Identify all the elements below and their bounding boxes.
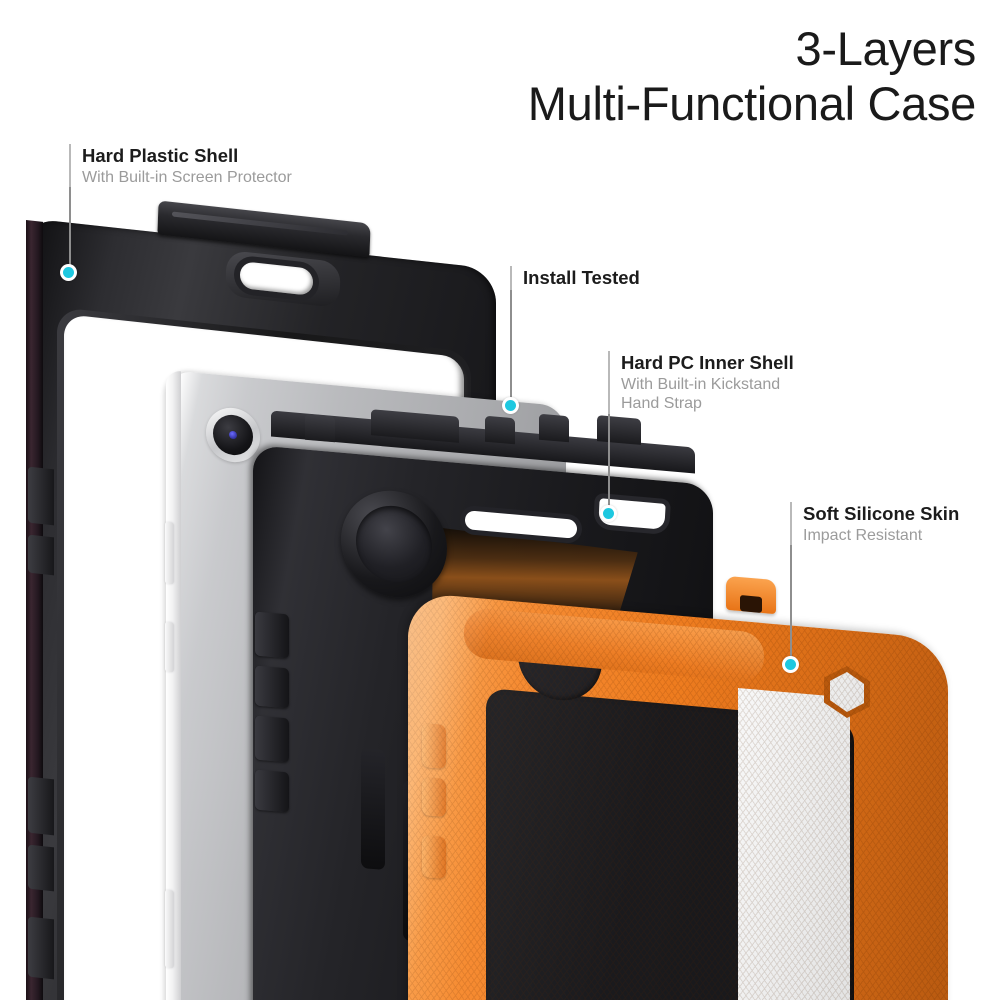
- dot-core-icon: [63, 267, 74, 278]
- silicone-power-button[interactable]: [422, 834, 446, 880]
- volume-button[interactable]: [165, 521, 174, 585]
- callout-sub-soft-silicone-skin: Impact Resistant: [803, 526, 923, 544]
- callout-dot-soft-silicone-skin[interactable]: [782, 656, 799, 673]
- dot-core-icon: [603, 508, 614, 519]
- callout-soft-silicone-skin: Soft Silicone Skin Impact Resistant: [790, 502, 960, 546]
- callout-install-tested: Install Tested: [510, 266, 640, 290]
- dot-core-icon: [505, 400, 516, 411]
- inner-vent-slot-1: [361, 747, 385, 871]
- page-title: 3-Layers Multi-Functional Case: [527, 22, 977, 131]
- shell-side-rib-2: [28, 534, 54, 576]
- power-button[interactable]: [165, 621, 174, 673]
- callout-title-hard-plastic-shell: Hard Plastic Shell: [82, 145, 239, 166]
- camera-lens-icon: [229, 430, 237, 440]
- inner-side-rib-4: [255, 769, 289, 813]
- title-line-2: Multi-Functional Case: [527, 76, 977, 130]
- leader-line-hard-plastic-shell: [69, 150, 71, 272]
- leader-line-hard-pc-inner-shell: [608, 358, 610, 513]
- inner-side-rib-2: [255, 665, 289, 709]
- title-line-1: 3-Layers: [795, 22, 977, 75]
- callout-dot-hard-pc-inner-shell[interactable]: [600, 505, 617, 522]
- inner-side-rib-3: [255, 715, 289, 763]
- callout-dot-install-tested[interactable]: [502, 397, 519, 414]
- silicone-volume-down-button[interactable]: [422, 776, 446, 818]
- inner-shell-tab-3: [485, 415, 515, 445]
- soft-silicone-skin-layer: [408, 575, 948, 1000]
- callout-sub-hard-plastic-shell: With Built-in Screen Protector: [82, 168, 292, 186]
- callout-title-soft-silicone-skin: Soft Silicone Skin: [803, 503, 960, 524]
- callout-dot-hard-plastic-shell[interactable]: [60, 264, 77, 281]
- callout-title-hard-pc-inner-shell: Hard PC Inner Shell: [621, 352, 794, 373]
- callout-title-install-tested: Install Tested: [523, 267, 640, 288]
- silicone-volume-up-button[interactable]: [422, 722, 446, 770]
- leader-line-install-tested: [510, 272, 512, 404]
- tablet-side-port: [165, 889, 174, 969]
- silicone-window-gap: [738, 688, 850, 1000]
- inner-shell-tab-5: [597, 415, 641, 445]
- shell-side-rib-5: [28, 916, 54, 980]
- shell-side-rib-3: [28, 776, 54, 836]
- callout-sub2-hard-pc-inner-shell: Hand Strap: [621, 395, 702, 413]
- inner-shell-tab-1: [305, 413, 335, 443]
- callout-hard-pc-inner-shell: Hard PC Inner Shell With Built-in Kickst…: [608, 351, 794, 414]
- shell-side-rib-1: [28, 466, 54, 526]
- inner-shell-tab-4: [539, 413, 569, 443]
- dot-core-icon: [785, 659, 796, 670]
- callout-sub1-hard-pc-inner-shell: With Built-in Kickstand: [621, 375, 781, 393]
- shell-side-rib-4: [28, 844, 54, 892]
- inner-side-rib-1: [255, 611, 289, 659]
- silicone-clip-gap: [740, 595, 762, 613]
- leader-line-soft-silicone-skin: [790, 508, 792, 663]
- callout-hard-plastic-shell: Hard Plastic Shell With Built-in Screen …: [69, 144, 292, 188]
